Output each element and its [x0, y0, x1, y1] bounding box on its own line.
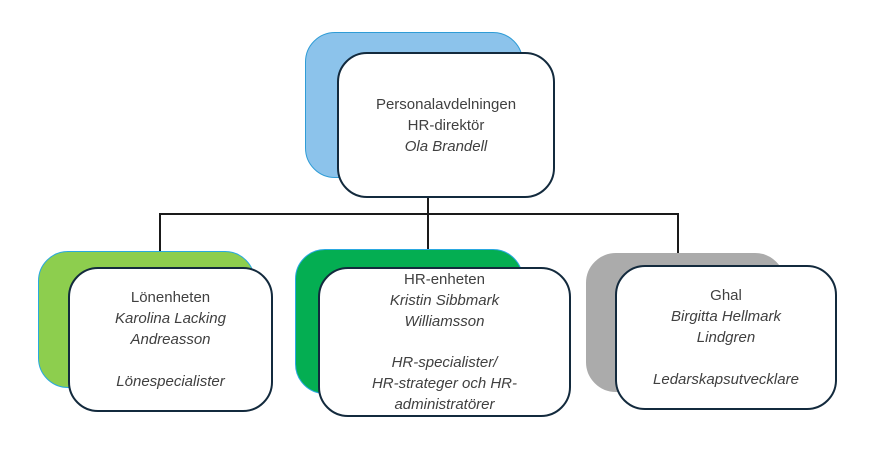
child1-staff-label: Lönespecialister — [116, 373, 225, 390]
child1-manager-name: Andreasson — [130, 331, 211, 348]
child2-unit-label: HR-enheten — [404, 271, 485, 288]
child3-manager-name: Birgitta Hellmark — [670, 308, 782, 325]
root-unit-label: Personalavdelningen — [375, 95, 517, 113]
child1-node-box: Lönenheten Karolina Lacking Andreasson L… — [68, 267, 273, 412]
child3-staff-label: Ledarskapsutvecklare — [653, 371, 799, 388]
connector-center-drop — [427, 214, 429, 252]
child2-staff-label: HR-specialister/ — [391, 354, 498, 371]
child2-manager-name: Kristin Sibbmark — [389, 292, 500, 309]
child3-node-box: Ghal Birgitta Hellmark Lindgren Ledarska… — [615, 265, 837, 410]
child3-unit-label: Ghal — [710, 287, 742, 304]
connector-horizontal — [159, 213, 679, 215]
root-node-box: Personalavdelningen HR-direktör Ola Bran… — [337, 52, 555, 198]
child1-manager-name: Karolina Lacking — [115, 310, 226, 327]
child1-unit-label: Lönenheten — [130, 289, 211, 306]
child2-node-box: HR-enheten Kristin Sibbmark Williamsson … — [318, 267, 571, 417]
connector-left-drop — [159, 214, 161, 254]
root-title-label: HR-direktör — [407, 116, 485, 134]
connector-right-drop — [677, 214, 679, 256]
child2-manager-name: Williamsson — [404, 313, 485, 330]
child2-staff-label: administratörer — [394, 396, 495, 413]
root-manager-name: Ola Brandell — [404, 137, 488, 155]
child3-manager-name: Lindgren — [696, 329, 756, 346]
child2-staff-label: HR-strateger och HR- — [371, 375, 518, 392]
connector-root-drop — [427, 196, 429, 215]
